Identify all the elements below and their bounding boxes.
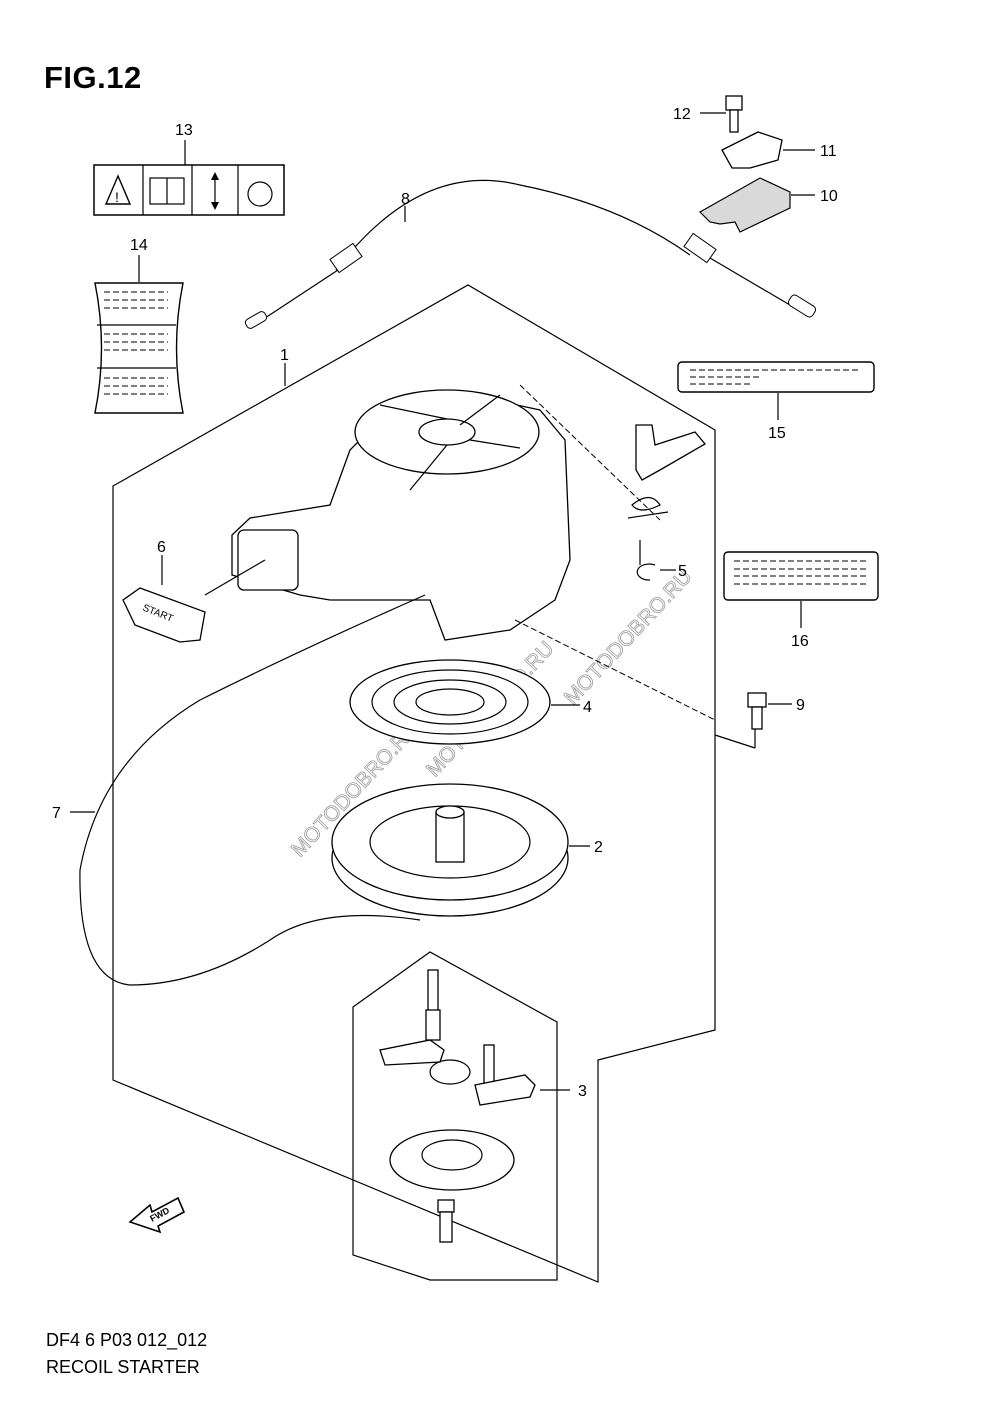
callout-4: 4 — [583, 699, 592, 716]
label-15 — [677, 361, 875, 393]
starter-housing-1 — [231, 389, 571, 641]
svg-text:!: ! — [115, 189, 119, 205]
warning-label-13: ! — [93, 164, 285, 216]
starter-rope-7 — [79, 594, 426, 986]
forward-arrow-icon: FWD — [128, 1196, 186, 1234]
callout-12: 12 — [673, 106, 691, 123]
e-clip-5 — [636, 563, 656, 581]
warning-icon — [104, 174, 132, 205]
recoil-spring-4 — [349, 659, 551, 745]
callout-3: 3 — [578, 1083, 587, 1100]
rope-reel-2 — [331, 783, 569, 917]
callout-labels: 1 2 3 4 5 6 7 8 9 10 11 12 13 14 15 16 — [52, 106, 838, 1100]
clamp-11 — [721, 131, 783, 169]
caution-label-14 — [94, 282, 184, 414]
callout-7: 7 — [52, 805, 61, 822]
callout-2: 2 — [594, 839, 603, 856]
assembly-boundary — [112, 284, 716, 1283]
bracket-10 — [699, 177, 791, 233]
callout-10: 10 — [820, 188, 838, 205]
callout-6: 6 — [157, 539, 166, 556]
callout-13: 13 — [175, 122, 193, 139]
rotate-icon — [247, 181, 273, 207]
callout-15: 15 — [768, 425, 786, 442]
label-16 — [723, 551, 879, 601]
watermark: MOTODOBRO.RU — [560, 565, 697, 709]
figure-name: RECOIL STARTER — [46, 1357, 200, 1377]
bolt-12 — [725, 95, 743, 133]
starter-cable-8 — [244, 179, 817, 329]
lever — [635, 424, 706, 481]
callout-1: 1 — [280, 347, 289, 364]
return-spring — [627, 496, 669, 519]
figure-code: DF4 6 P03 012_012 — [46, 1330, 208, 1350]
starter-handle-6: START — [122, 559, 266, 643]
callout-9: 9 — [796, 697, 805, 714]
callout-14: 14 — [130, 237, 148, 254]
callout-16: 16 — [791, 633, 809, 650]
callout-11: 11 — [820, 143, 837, 160]
callout-5: 5 — [678, 563, 687, 580]
callout-8: 8 — [401, 191, 410, 208]
ratchet-parts-3 — [379, 969, 536, 1243]
subassembly-boundary — [352, 951, 558, 1281]
bolt-9 — [747, 692, 767, 730]
figure-title: FIG.12 — [44, 60, 142, 95]
